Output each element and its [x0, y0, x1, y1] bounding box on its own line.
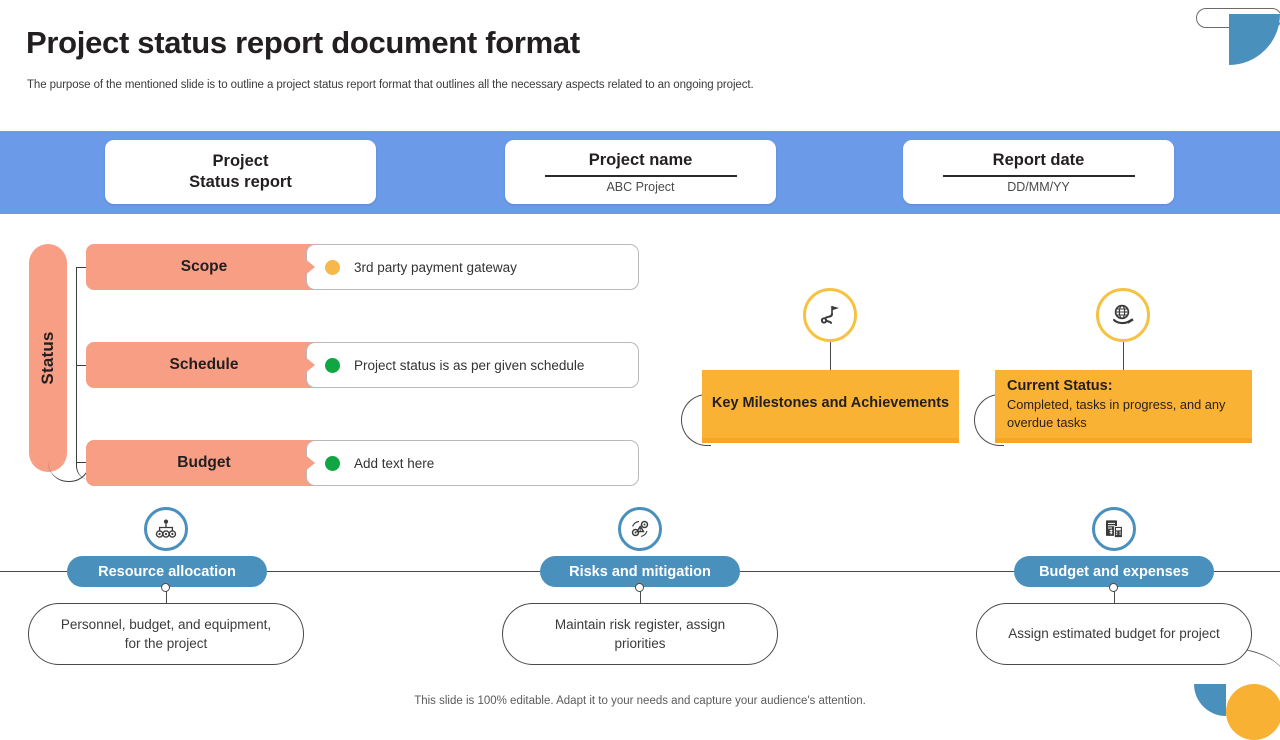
- status-row-label: Budget: [86, 440, 322, 486]
- header-card-project-status-report[interactable]: Project Status report: [105, 140, 376, 204]
- status-row-card[interactable]: 3rd party payment gateway: [306, 244, 639, 290]
- decorative-orange-circle-bottom-right: [1226, 684, 1280, 740]
- header-card-report-date[interactable]: Report date DD/MM/YY: [903, 140, 1174, 204]
- milestone-box-title: Key Milestones and Achievements: [711, 395, 950, 412]
- globe-in-hand-icon: [1096, 288, 1150, 342]
- status-dot-icon: [325, 357, 340, 373]
- bottom-pill-resource-allocation[interactable]: Resource allocation: [67, 556, 267, 587]
- bottom-rail-line: [740, 571, 1015, 572]
- bottom-rail-line: [266, 571, 540, 572]
- resource-allocation-icon: [144, 507, 188, 551]
- bottom-stem: [166, 591, 167, 603]
- status-row-label: Scope: [86, 244, 322, 290]
- decorative-blue-quarter-top-right: [1229, 14, 1280, 65]
- status-bracket-curve: [48, 462, 90, 482]
- status-dot-icon: [325, 259, 340, 275]
- header-card-title-line2: Status report: [189, 173, 292, 191]
- bottom-knob: [161, 583, 170, 592]
- header-card-value-project-name[interactable]: ABC Project: [606, 179, 675, 194]
- header-card-rule: [942, 175, 1135, 177]
- status-axis-pill: Status: [29, 244, 67, 472]
- status-row-text: 3rd party payment gateway: [354, 259, 517, 275]
- status-row-label: Schedule: [86, 342, 322, 388]
- status-row-card[interactable]: Project status is as per given schedule: [306, 342, 639, 388]
- risk-gears-icon: [618, 507, 662, 551]
- budget-invoice-icon: [1092, 507, 1136, 551]
- milestone-flag-icon: [803, 288, 857, 342]
- header-card-project-name[interactable]: Project name ABC Project: [505, 140, 776, 204]
- bottom-description-resource-allocation: Personnel, budget, and equipment, for th…: [28, 603, 304, 665]
- bottom-pill-label: Budget and expenses: [1039, 563, 1189, 580]
- bottom-description-text: Assign estimated budget for project: [1008, 626, 1220, 642]
- bottom-knob: [635, 583, 644, 592]
- bottom-stem: [1114, 591, 1115, 603]
- bottom-pill-label: Resource allocation: [98, 563, 236, 580]
- header-card-rule: [544, 175, 737, 177]
- status-bracket-tick: [76, 462, 87, 463]
- header-card-title: Project name: [588, 151, 693, 170]
- milestone-connector-vertical: [830, 342, 831, 371]
- footer-note: This slide is 100% editable. Adapt it to…: [414, 695, 866, 707]
- bottom-rail-line: [1214, 571, 1280, 572]
- status-dot-icon: [325, 455, 340, 471]
- status-row-text: Add text here: [354, 455, 435, 471]
- page-subtitle: The purpose of the mentioned slide is to…: [27, 79, 754, 91]
- header-card-title: Project Status report: [189, 151, 292, 193]
- milestone-box-key-milestones[interactable]: Key Milestones and Achievements: [702, 370, 959, 438]
- bottom-pill-budget-and-expenses[interactable]: Budget and expenses: [1014, 556, 1214, 587]
- page-title: Project status report document format: [26, 25, 580, 60]
- status-bracket-tick: [76, 365, 87, 366]
- bottom-rail-line: [0, 571, 68, 572]
- bottom-description-budget-and-expenses: Assign estimated budget for project: [976, 603, 1252, 665]
- header-card-title: Report date: [992, 151, 1085, 170]
- bottom-description-text: Maintain risk register, assign prioritie…: [554, 616, 726, 651]
- status-bracket-tick: [76, 267, 87, 268]
- bottom-description-risks-and-mitigation: Maintain risk register, assign prioritie…: [502, 603, 778, 665]
- status-axis-label: Status: [38, 331, 57, 385]
- status-bracket: [76, 267, 90, 480]
- bottom-pill-risks-and-mitigation[interactable]: Risks and mitigation: [540, 556, 740, 587]
- header-card-title-line1: Project: [212, 152, 269, 171]
- status-row-text: Project status is as per given schedule: [354, 357, 585, 373]
- bottom-description-text: Personnel, budget, and equipment, for th…: [60, 616, 272, 651]
- header-card-value-report-date[interactable]: DD/MM/YY: [1007, 179, 1070, 194]
- status-row-card[interactable]: Add text here: [306, 440, 639, 486]
- status-connector-vertical: [1123, 342, 1124, 371]
- bottom-stem: [640, 591, 641, 603]
- status-box-body: Completed, tasks in progress, and any ov…: [1007, 397, 1226, 430]
- status-box-current-status[interactable]: Current Status: Completed, tasks in prog…: [995, 370, 1252, 438]
- bottom-pill-label: Risks and mitigation: [569, 563, 711, 580]
- bottom-knob: [1109, 583, 1118, 592]
- status-box-title: Current Status:: [1007, 378, 1113, 395]
